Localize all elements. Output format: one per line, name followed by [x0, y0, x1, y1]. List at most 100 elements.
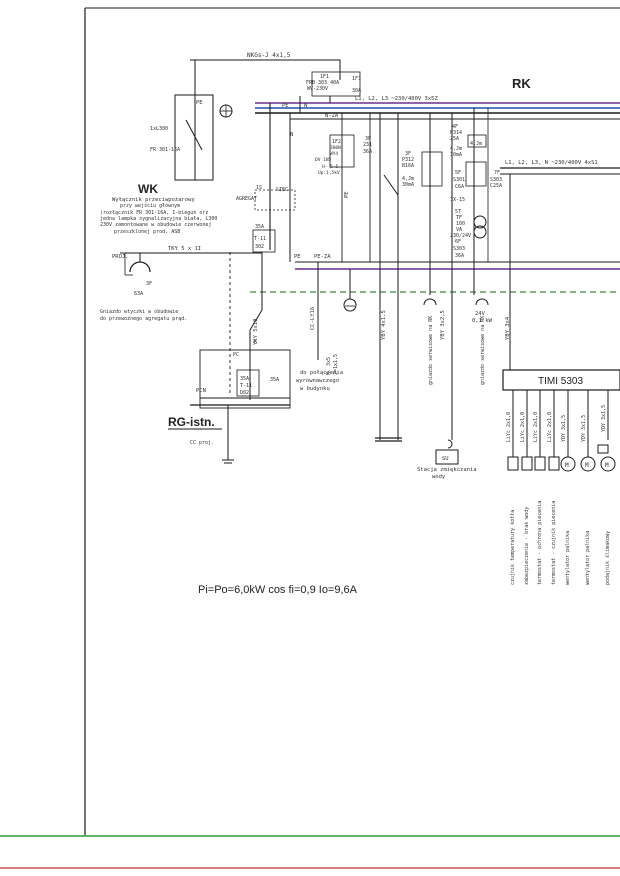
label-f3b: 231 [363, 142, 372, 148]
device-descriptions: czujnik temperatury kotła zabezpieczenie… [510, 501, 611, 585]
device-desc-6: wentylator palnika [585, 531, 591, 585]
gniazdo-line1: Gniazdo wtyczki w obudowie [100, 309, 178, 315]
cable-ybt3: YBY 3x4 [505, 316, 511, 340]
timi-outputs [507, 390, 616, 472]
label-f6b: S301 [453, 177, 465, 183]
label-f1c: WV-230V [307, 86, 328, 92]
transformer-icon-b [473, 225, 487, 239]
label-n-b: N [290, 132, 293, 138]
pump-label: SU [442, 456, 449, 462]
motor-label-3: M [605, 462, 609, 469]
cable-label-4: LiYc 2x1,0 [547, 412, 553, 442]
label-f2d: DV 1N5 [315, 157, 332, 163]
label-f1d: 1F1 [352, 76, 361, 82]
cable-label-1: LiYc 2x1,0 [506, 412, 512, 442]
label-f4d: 4,Jm [402, 176, 414, 182]
device-desc-4: termostat - czujnik piecenia [551, 501, 557, 585]
wyr-line3: w budynku [300, 386, 330, 392]
label-pe-a: PE [196, 100, 203, 106]
label-f2e: H- 5-5 [322, 164, 339, 170]
ground-icon-pe [343, 298, 357, 312]
label-n-a: N [304, 103, 307, 109]
device-desc-2: zabezpieczenie - brak wody [524, 507, 530, 585]
label-f1b: FRB 303 40A [306, 80, 339, 86]
label-f8: 6F [455, 239, 461, 245]
label-f7d: VA [456, 227, 462, 233]
panel-rg-label: RG-istn. [168, 415, 215, 429]
label-f8b: S303 [453, 246, 465, 252]
label-f5d: 4,Jm [450, 146, 462, 152]
label-f3: 3F [365, 136, 371, 142]
label-m-lx: M. 3x5 [326, 357, 332, 375]
wk-line5: przeszklonej prod. ASB [114, 229, 180, 235]
supply-line [190, 59, 341, 80]
wyr-line1: do połączenia [300, 370, 343, 376]
pump-su-box [435, 449, 459, 465]
motor-label-2: M [585, 462, 589, 469]
breaker-1f1 [311, 71, 361, 97]
panel-rk-label: RK [512, 76, 531, 91]
label-f6: 5F [455, 170, 461, 176]
label-f3c: 36A [363, 149, 372, 155]
label-pe-b: PE [282, 103, 289, 109]
label-fr: FR 301-16A [150, 147, 180, 153]
cable-ybt2: YBY 3x2,5 [440, 310, 446, 340]
cable-label-6: YDY 3x1,5 [581, 415, 587, 442]
device-desc-5: wentylator palnika [565, 531, 571, 585]
label-s35a: 35A [240, 376, 249, 382]
label-f7: 5T [455, 209, 461, 215]
wk-title: Wyłącznik przeciwpożarowy [112, 197, 195, 203]
label-f2: 1F2 [332, 139, 341, 145]
socket-rk-1-label: gniazdo serwisowe na RK [428, 316, 434, 385]
label-f2c: WY4 [330, 151, 338, 157]
label-s1: 1S [256, 185, 262, 191]
cable-label-2: LiYc 2x1,0 [520, 412, 526, 442]
timi-controller [502, 369, 620, 391]
label-busbar2: L1, L2, L3, N ~230/400V 4xS1 [505, 160, 598, 166]
label-f1e: 30A [352, 88, 361, 94]
label-pror: PROJ. [112, 254, 129, 260]
label-sw300: 1xL300 [150, 126, 168, 132]
label-f1: 1F1 [320, 74, 329, 80]
cable-label-7: YDY 3x1,5 [601, 405, 607, 432]
label-f8c: 36A [455, 253, 464, 259]
socket-rk-2-label: gniazdo serwisowe na RK [480, 316, 486, 385]
cable-label-5: YDY 3x1,5 [561, 415, 567, 442]
label-s2b: T-11 [254, 236, 266, 242]
cable-supply: NKGs-J 4x1,5 [247, 52, 291, 59]
pump-line2: wody [432, 474, 446, 480]
wyr-line2: wyrównawczego [296, 377, 339, 384]
label-f5e: 30mA [450, 152, 462, 158]
label-cc-proj: CC proj. [190, 440, 214, 446]
label-s35d: 35A [270, 377, 279, 383]
breaker-3f [421, 151, 443, 187]
label-f5f: 4,Jm [470, 141, 482, 147]
cable-tkt: TKY 5 x 1I [168, 246, 201, 252]
label-pc: PC [233, 352, 239, 358]
label-24v: 24V [475, 311, 486, 317]
cable-cc: CC-LY16 [310, 307, 316, 330]
cable-ekat: YKY 5x10 [253, 319, 259, 346]
label-f4e: 30mA [402, 182, 414, 188]
label-pe-c: PE [294, 254, 301, 260]
timi-label: TIMI 5303 [538, 376, 583, 387]
gniazdo-line2: do przewoźnego agregatu prąd. [100, 315, 187, 322]
wk-line2: (rozłącznik FR 301-16A, 1-biegun orz [100, 210, 208, 216]
label-f7e: 230/24V [450, 233, 471, 239]
label-agregat: AGREGAT [236, 196, 257, 202]
label-f4: 3F [405, 151, 411, 157]
panel-wk-label: WK [138, 182, 158, 196]
switch-35a [252, 229, 276, 253]
label-f9c: C25A [490, 183, 502, 189]
socket-3f-icon [129, 261, 151, 273]
label-f5: 4F [452, 124, 458, 130]
label-f5c: 25A [450, 136, 459, 142]
label-f4b: P312 [402, 157, 414, 163]
socket-rk-2-icon [475, 298, 489, 306]
label-f4c: B16A [402, 163, 414, 169]
wk-line1: przy wejściu głównym [120, 202, 180, 209]
device-desc-3: termostat - ochrona piecenia [537, 501, 543, 585]
motor-label-1: M [565, 462, 569, 469]
pump-line1: Stacja zmiękczania [417, 467, 477, 473]
